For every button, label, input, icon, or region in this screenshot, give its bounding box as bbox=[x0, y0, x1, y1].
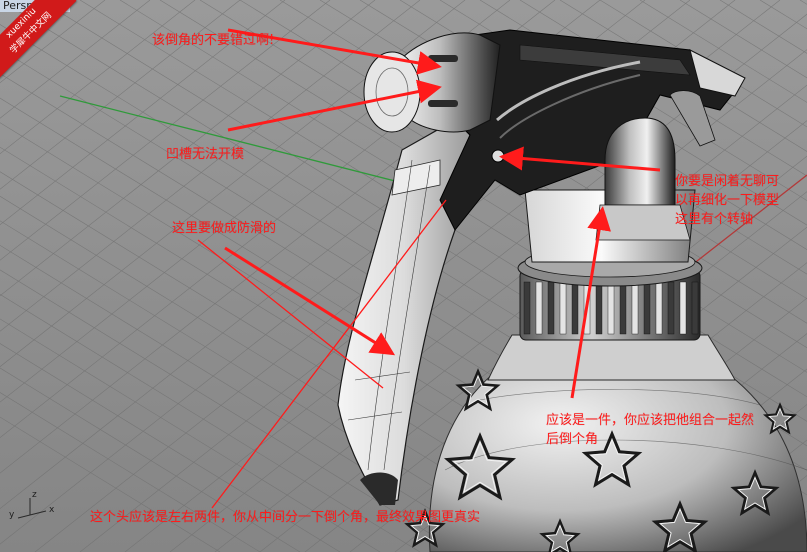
annotation-leader-line bbox=[211, 199, 447, 509]
axis-triad-icon bbox=[17, 498, 47, 519]
rear-hook bbox=[689, 49, 746, 97]
pivot-pin bbox=[491, 149, 505, 163]
axis-label-y: y bbox=[9, 510, 15, 520]
annotation-fillet-warning: 该倒角的不要错过啊! bbox=[152, 33, 275, 48]
bottle-shoulder bbox=[487, 334, 736, 381]
annotation-anti-slip-grip: 这里要做成防滑的 bbox=[172, 221, 277, 236]
annotation-pivot-note: 你要是闲着无聊可 以再细化一下模型 这里有个转轴 bbox=[675, 174, 780, 227]
annotation-arrows bbox=[224, 28, 661, 399]
collar-ribs bbox=[523, 281, 699, 335]
arrow-icon bbox=[224, 246, 396, 356]
annotation-one-piece: 应该是一件，你应该把他组合一起然 后倒个角 bbox=[546, 413, 755, 447]
star-pattern-icon bbox=[404, 368, 798, 552]
axis-label-z: z bbox=[32, 490, 37, 500]
annotation-groove-undercut: 凹槽无法开模 bbox=[166, 147, 245, 162]
axis-label-x: x bbox=[49, 505, 55, 515]
pump-tube bbox=[604, 117, 676, 206]
annotation-nozzle-split: 这个头应该是左右两件，你从中间分一下倒个角，最终效果图更真实 bbox=[90, 510, 481, 525]
nozzle-groove bbox=[428, 100, 458, 107]
annotation-leader-line bbox=[197, 239, 384, 389]
arrow-icon bbox=[227, 28, 442, 75]
arrow-icon bbox=[227, 79, 442, 132]
trigger bbox=[337, 119, 471, 506]
arrow-icon bbox=[499, 146, 661, 172]
arrow-icon bbox=[570, 206, 611, 399]
nozzle-groove bbox=[428, 55, 458, 62]
